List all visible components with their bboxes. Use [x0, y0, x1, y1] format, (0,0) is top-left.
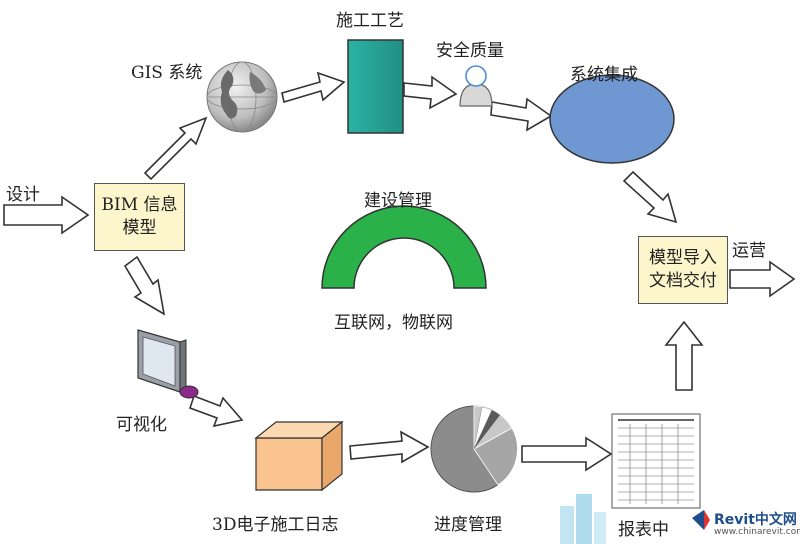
safety-quality-label: 安全质量 — [436, 41, 504, 61]
operation-label: 运营 — [732, 241, 766, 261]
watermark-building-icon — [560, 494, 606, 544]
bim-model-line-2: 模型 — [122, 218, 157, 238]
monitor-icon — [137, 329, 199, 399]
construction-process-block — [347, 39, 404, 134]
construction-process-label: 施工工艺 — [336, 11, 404, 31]
arrow-progress-to-report — [521, 436, 613, 472]
progress-pie-icon — [430, 405, 518, 493]
watermark-brand: Revit中文网 — [714, 512, 797, 528]
arrow-report-to-import — [664, 320, 704, 391]
design-label: 设计 — [6, 185, 40, 205]
construction-management-label: 建设管理 — [364, 191, 432, 211]
report-document-icon — [611, 413, 701, 509]
gis-system-label: GIS 系统 — [131, 63, 203, 83]
bim-model-box: BIM 信息 模型 — [94, 183, 185, 251]
progress-management-label: 进度管理 — [434, 515, 502, 535]
arrow-safety-to-integration — [490, 97, 553, 132]
report-label: 报表中 — [618, 520, 669, 540]
watermark-url: www.chinarevit.com — [714, 527, 800, 537]
3d-construction-log-label: 3D电子施工日志 — [212, 515, 339, 535]
visualization-label: 可视化 — [116, 415, 167, 435]
person-icon — [459, 65, 493, 107]
construction-management-arc — [321, 205, 487, 289]
cube-icon — [254, 420, 344, 492]
model-import-box: 模型导入 文档交付 — [638, 236, 728, 304]
model-import-line-2: 文档交付 — [649, 271, 717, 291]
bim-model-line-1: BIM 信息 — [101, 195, 178, 216]
arrow-design-to-bim — [3, 195, 90, 235]
system-integration-ellipse — [549, 74, 675, 164]
model-import-line-1: 模型导入 — [649, 248, 717, 269]
arrow-3dlog-to-progress — [349, 430, 430, 464]
revit-logo-icon — [692, 510, 710, 530]
arrow-bim-to-gis — [143, 116, 208, 181]
arrow-visualization-to-3dlog — [188, 394, 244, 428]
arrow-gis-to-construction — [281, 71, 346, 104]
internet-iot-label: 互联网，物联网 — [334, 313, 453, 333]
arrow-import-to-operation — [729, 260, 796, 298]
arrow-bim-to-visualization — [123, 255, 166, 316]
arrow-integration-to-import — [622, 170, 678, 224]
arrow-construction-to-safety — [403, 75, 458, 110]
system-integration-label: 系统集成 — [570, 65, 638, 85]
globe-icon — [206, 61, 278, 133]
